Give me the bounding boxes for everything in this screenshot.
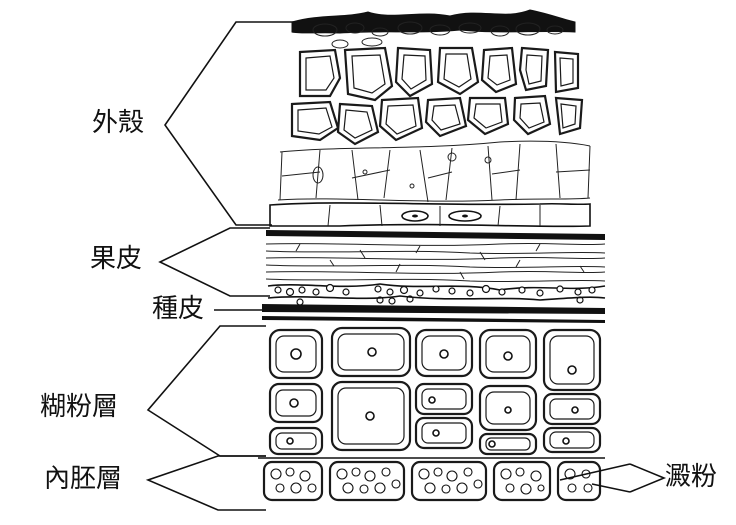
seed-coat-layer bbox=[262, 284, 605, 323]
endosperm-bracket bbox=[148, 456, 266, 510]
husk-sclerenchyma-cells bbox=[292, 48, 582, 144]
aleurone-layer bbox=[258, 328, 605, 458]
aleurone-bracket bbox=[148, 326, 266, 456]
endosperm-label: 內胚層 bbox=[44, 466, 122, 492]
seed-coat-label: 種皮 bbox=[152, 296, 204, 322]
endosperm-layer bbox=[264, 462, 600, 500]
pericarp-compressed-cells bbox=[266, 243, 605, 281]
seed-coat-dark-band bbox=[262, 304, 605, 314]
starch-pointer-join bbox=[630, 464, 664, 492]
husk-layer bbox=[270, 10, 590, 226]
pericarp-label: 果皮 bbox=[90, 246, 142, 272]
pericarp-top-band bbox=[266, 230, 605, 240]
aleurone-label: 糊粉層 bbox=[40, 394, 118, 420]
husk-inner-epidermis bbox=[270, 203, 590, 226]
pericarp-layer bbox=[266, 230, 605, 282]
nucellus-line bbox=[262, 316, 605, 323]
husk-outer-cuticle bbox=[292, 10, 575, 33]
pericarp-bracket bbox=[160, 228, 270, 296]
starch-label: 澱粉 bbox=[665, 464, 717, 490]
husk-parenchyma-cells bbox=[278, 141, 590, 202]
husk-bracket bbox=[165, 22, 298, 225]
husk-label: 外殼 bbox=[92, 110, 144, 136]
